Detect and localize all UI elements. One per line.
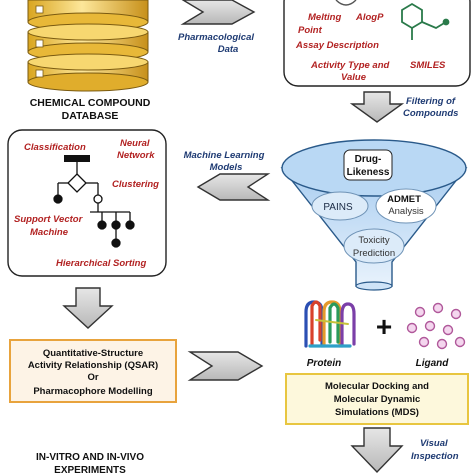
chevron-down-arrow-1 [349, 91, 405, 123]
decision-tree-icon [53, 155, 135, 248]
qsar-box [9, 339, 177, 403]
visual-inspection-label: Visual [420, 438, 448, 449]
plus-sign: + [376, 311, 392, 342]
classification-label: Classification [24, 142, 86, 153]
database-label: CHEMICAL COMPOUND [30, 97, 151, 109]
protein-icon [304, 300, 356, 348]
ml-models-box [7, 129, 167, 277]
molecule-icon [401, 2, 450, 40]
chevron-right-arrow-2 [187, 351, 264, 381]
drug-likeness-label: Drug- [355, 154, 382, 165]
ml-models-label-2: Models [210, 162, 243, 173]
toxicity-label: Toxicity [358, 235, 389, 246]
alogp-label: AlogP [355, 12, 384, 23]
toxicity-label-2: Prediction [353, 248, 395, 259]
pharmacological-data-label: Pharmacological [178, 32, 254, 43]
toxicity-badge [343, 228, 405, 264]
database-icon [27, 0, 149, 92]
docking-label: Molecular Docking and [325, 381, 429, 392]
pharmacological-data-label-2: Data [218, 44, 239, 55]
melting-point-label-2: Point [298, 25, 323, 36]
svm-label: Support Vector [14, 214, 84, 225]
qsar-label-2: Activity Relationship (QSAR) [28, 360, 158, 371]
svm-label-2: Machine [30, 227, 69, 238]
filtering-label-2: Compounds [403, 108, 458, 119]
filtering-label: Filtering of [406, 96, 456, 107]
ligand-label: Ligand [416, 358, 450, 369]
database-label-2: DATABASE [62, 110, 119, 122]
docking-box [285, 373, 469, 425]
neural-network-label: Neural [120, 138, 150, 149]
activity-type-label: Activity Type and [310, 60, 390, 71]
qsar-label-3: Or [87, 372, 98, 383]
admet-label: ADMET [387, 194, 421, 205]
neural-network-label-2: Network [117, 150, 155, 161]
admet-badge [375, 188, 437, 224]
pains-badge [311, 191, 369, 221]
pains-label: PAINS [323, 202, 353, 213]
chevron-down-arrow-2 [62, 287, 114, 329]
protein-label: Protein [307, 358, 341, 369]
experiments-label-2: EXPERIMENTS [54, 465, 126, 474]
experiments-label: IN-VITRO AND IN-VIVO [36, 452, 144, 463]
assay-description-label: Assay Description [295, 40, 379, 51]
docking-label-2: Molecular Dynamic [334, 394, 421, 405]
activity-type-label-2: Value [341, 72, 367, 83]
chevron-down-arrow-3 [350, 427, 404, 474]
drug-likeness-label-2: Likeness [347, 167, 390, 178]
properties-box [283, 0, 471, 87]
ml-models-label: Machine Learning [184, 150, 265, 161]
smiles-label: SMILES [410, 60, 446, 71]
chevron-left-arrow [196, 173, 271, 201]
qsar-label: Quantitative-Structure [43, 348, 143, 359]
admet-label-2: Analysis [388, 206, 424, 217]
visual-inspection-label-2: Inspection [411, 451, 459, 462]
qsar-label-4: Pharmacophore Modelling [33, 386, 152, 397]
chevron-right-arrow-1 [180, 0, 256, 25]
ligand-icon [406, 302, 466, 350]
docking-label-3: Simulations (MDS) [335, 407, 419, 418]
melting-point-label: Melting [308, 12, 341, 23]
flask-icon [335, 0, 357, 6]
hierarchical-sorting-label: Hierarchical Sorting [56, 258, 146, 269]
drug-likeness-badge [343, 149, 393, 181]
clustering-label: Clustering [112, 179, 159, 190]
